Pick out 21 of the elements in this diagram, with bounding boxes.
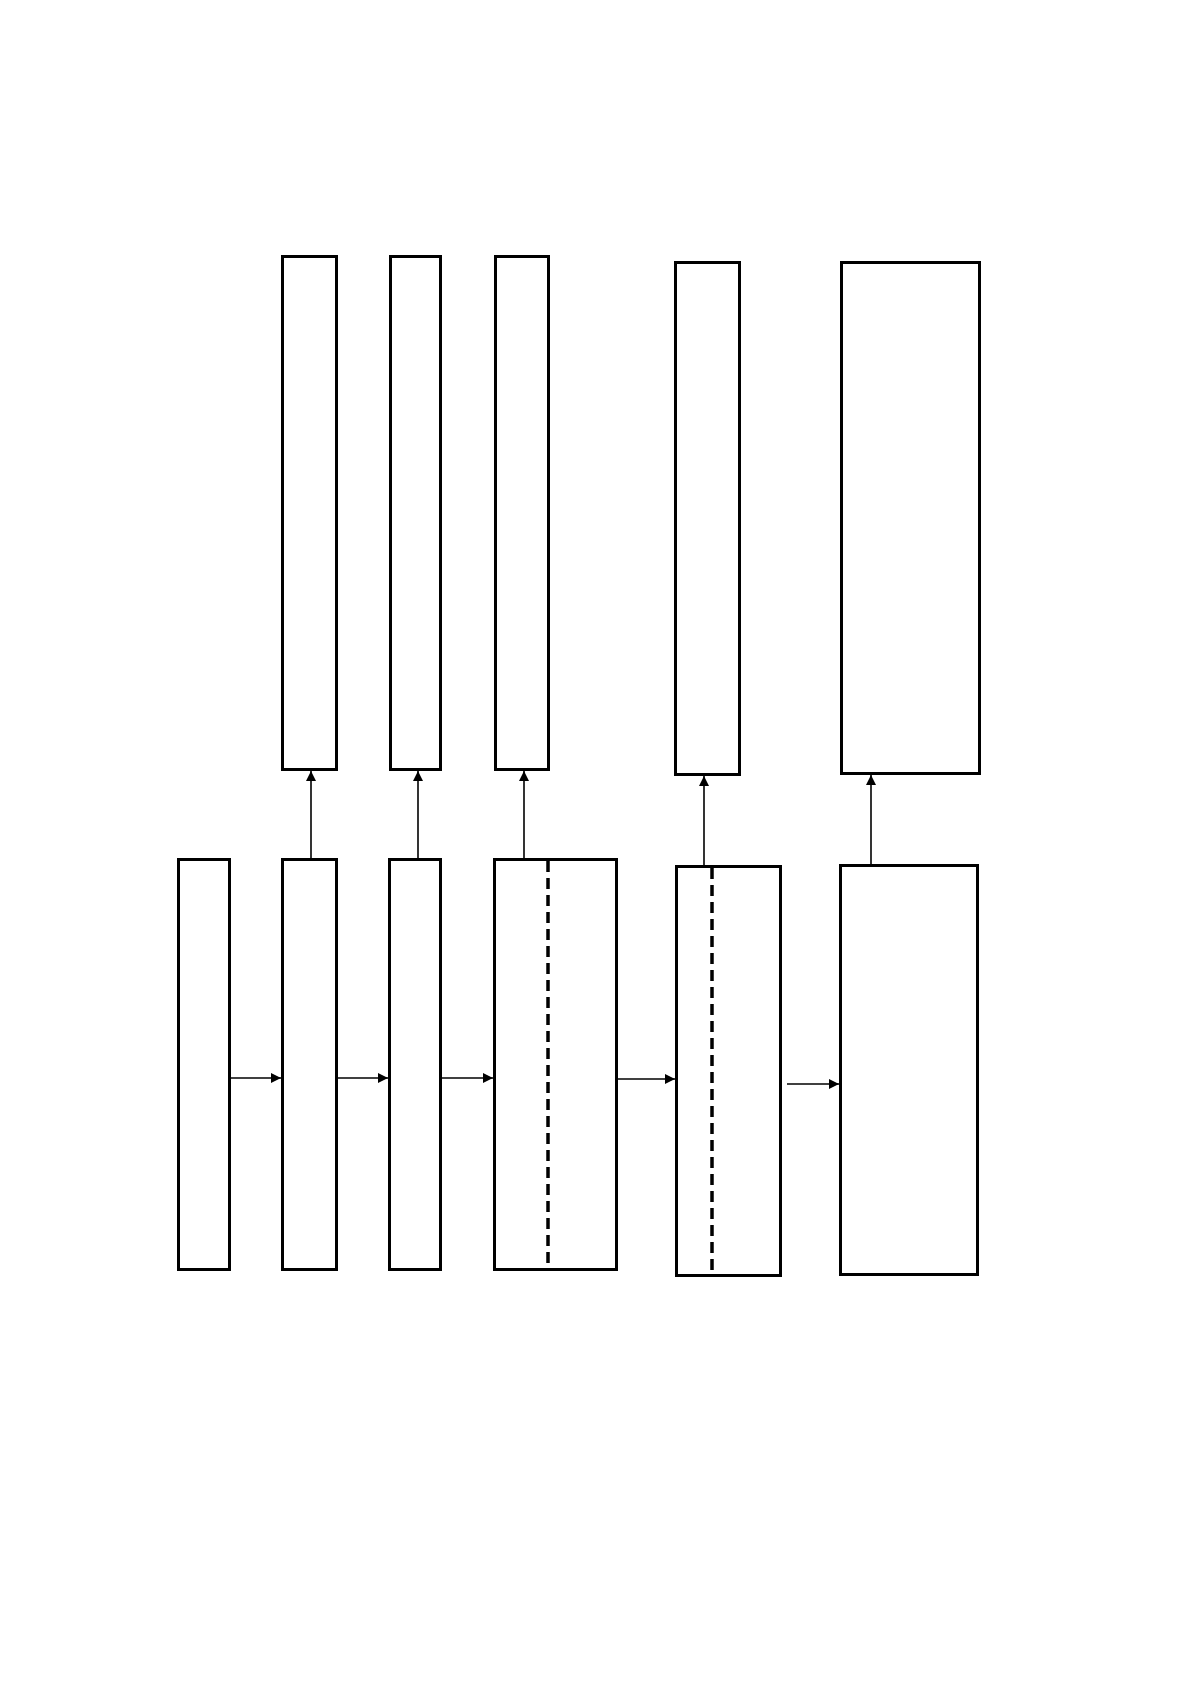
arrow [519,770,529,859]
process-box [281,255,338,771]
arrow [306,770,316,859]
arrow [699,775,709,866]
arrow [337,1073,389,1083]
process-box [494,255,550,771]
process-box [840,261,981,775]
arrow [866,774,876,865]
process-box [839,864,979,1276]
arrow [617,1074,676,1084]
process-box [388,858,442,1271]
arrow [230,1073,282,1083]
process-box [675,865,782,1277]
process-box [493,858,618,1271]
process-box [177,858,231,1271]
process-box [674,261,741,776]
process-box [389,255,442,771]
process-box [281,858,338,1271]
arrow [413,770,423,859]
arrow [441,1073,494,1083]
arrow [786,1079,840,1089]
